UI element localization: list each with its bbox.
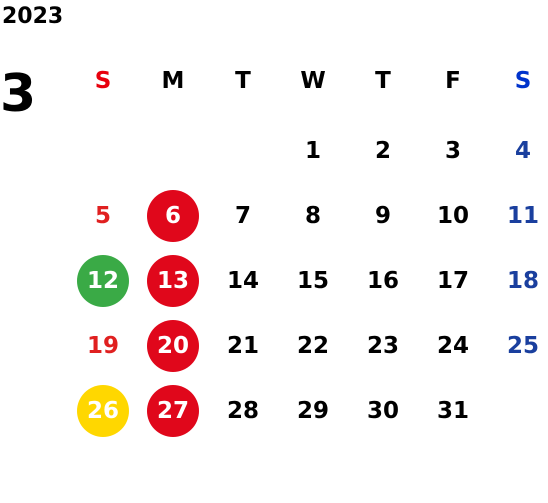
day-25[interactable]: 25 [488,320,548,372]
day-number: 20 [156,332,189,359]
weekday-header-6: S [514,67,532,94]
day-number: 8 [304,202,321,229]
day-number: 9 [374,202,391,229]
day-1[interactable]: 1 [278,125,348,177]
weekday-header-0: S [94,67,112,94]
day-number: 15 [296,267,329,294]
day-15[interactable]: 15 [278,255,348,307]
day-17[interactable]: 17 [418,255,488,307]
yellow-circle-marker: 26 [77,385,129,437]
day-9[interactable]: 9 [348,190,418,242]
year-label: 2023 [2,4,64,29]
day-number: 24 [436,332,469,359]
red-circle-marker: 27 [147,385,199,437]
day-number: 25 [506,332,539,359]
day-number: 2 [374,137,391,164]
day-22[interactable]: 22 [278,320,348,372]
day-number: 28 [226,397,259,424]
weekday-header-5: F [445,67,461,94]
day-number: 13 [156,267,189,294]
weekday-header-4: T [375,67,391,94]
day-number: 30 [366,397,399,424]
day-number: 3 [444,137,461,164]
day-number: 29 [296,397,329,424]
day-31[interactable]: 31 [418,385,488,437]
weekday-header-1: M [161,67,185,94]
red-circle-marker: 13 [147,255,199,307]
day-12[interactable]: 12 [68,255,138,307]
red-circle-marker: 6 [147,190,199,242]
day-6[interactable]: 6 [138,190,208,242]
day-number: 23 [366,332,399,359]
day-24[interactable]: 24 [418,320,488,372]
month-number: 3 [0,64,37,124]
day-number: 22 [296,332,329,359]
day-16[interactable]: 16 [348,255,418,307]
red-circle-marker: 20 [147,320,199,372]
day-number: 6 [164,202,181,229]
day-30[interactable]: 30 [348,385,418,437]
day-number: 18 [506,267,539,294]
day-11[interactable]: 11 [488,190,548,242]
day-29[interactable]: 29 [278,385,348,437]
day-13[interactable]: 13 [138,255,208,307]
day-21[interactable]: 21 [208,320,278,372]
day-20[interactable]: 20 [138,320,208,372]
day-number: 26 [86,397,119,424]
day-28[interactable]: 28 [208,385,278,437]
day-number: 4 [514,137,531,164]
day-7[interactable]: 7 [208,190,278,242]
day-18[interactable]: 18 [488,255,548,307]
day-number: 21 [226,332,259,359]
day-3[interactable]: 3 [418,125,488,177]
day-number: 16 [366,267,399,294]
day-number: 31 [436,397,469,424]
day-number: 5 [94,202,111,229]
green-circle-marker: 12 [77,255,129,307]
day-23[interactable]: 23 [348,320,418,372]
day-19[interactable]: 19 [68,320,138,372]
day-8[interactable]: 8 [278,190,348,242]
day-number: 10 [436,202,469,229]
day-number: 17 [436,267,469,294]
day-5[interactable]: 5 [68,190,138,242]
day-number: 19 [86,332,119,359]
day-number: 7 [234,202,251,229]
day-number: 1 [304,137,321,164]
day-26[interactable]: 26 [68,385,138,437]
day-4[interactable]: 4 [488,125,548,177]
weekday-header-2: T [235,67,251,94]
weekday-header-3: W [300,67,326,94]
day-number: 12 [86,267,119,294]
day-27[interactable]: 27 [138,385,208,437]
day-number: 14 [226,267,259,294]
day-10[interactable]: 10 [418,190,488,242]
day-2[interactable]: 2 [348,125,418,177]
day-14[interactable]: 14 [208,255,278,307]
day-number: 11 [506,202,539,229]
day-number: 27 [156,397,189,424]
